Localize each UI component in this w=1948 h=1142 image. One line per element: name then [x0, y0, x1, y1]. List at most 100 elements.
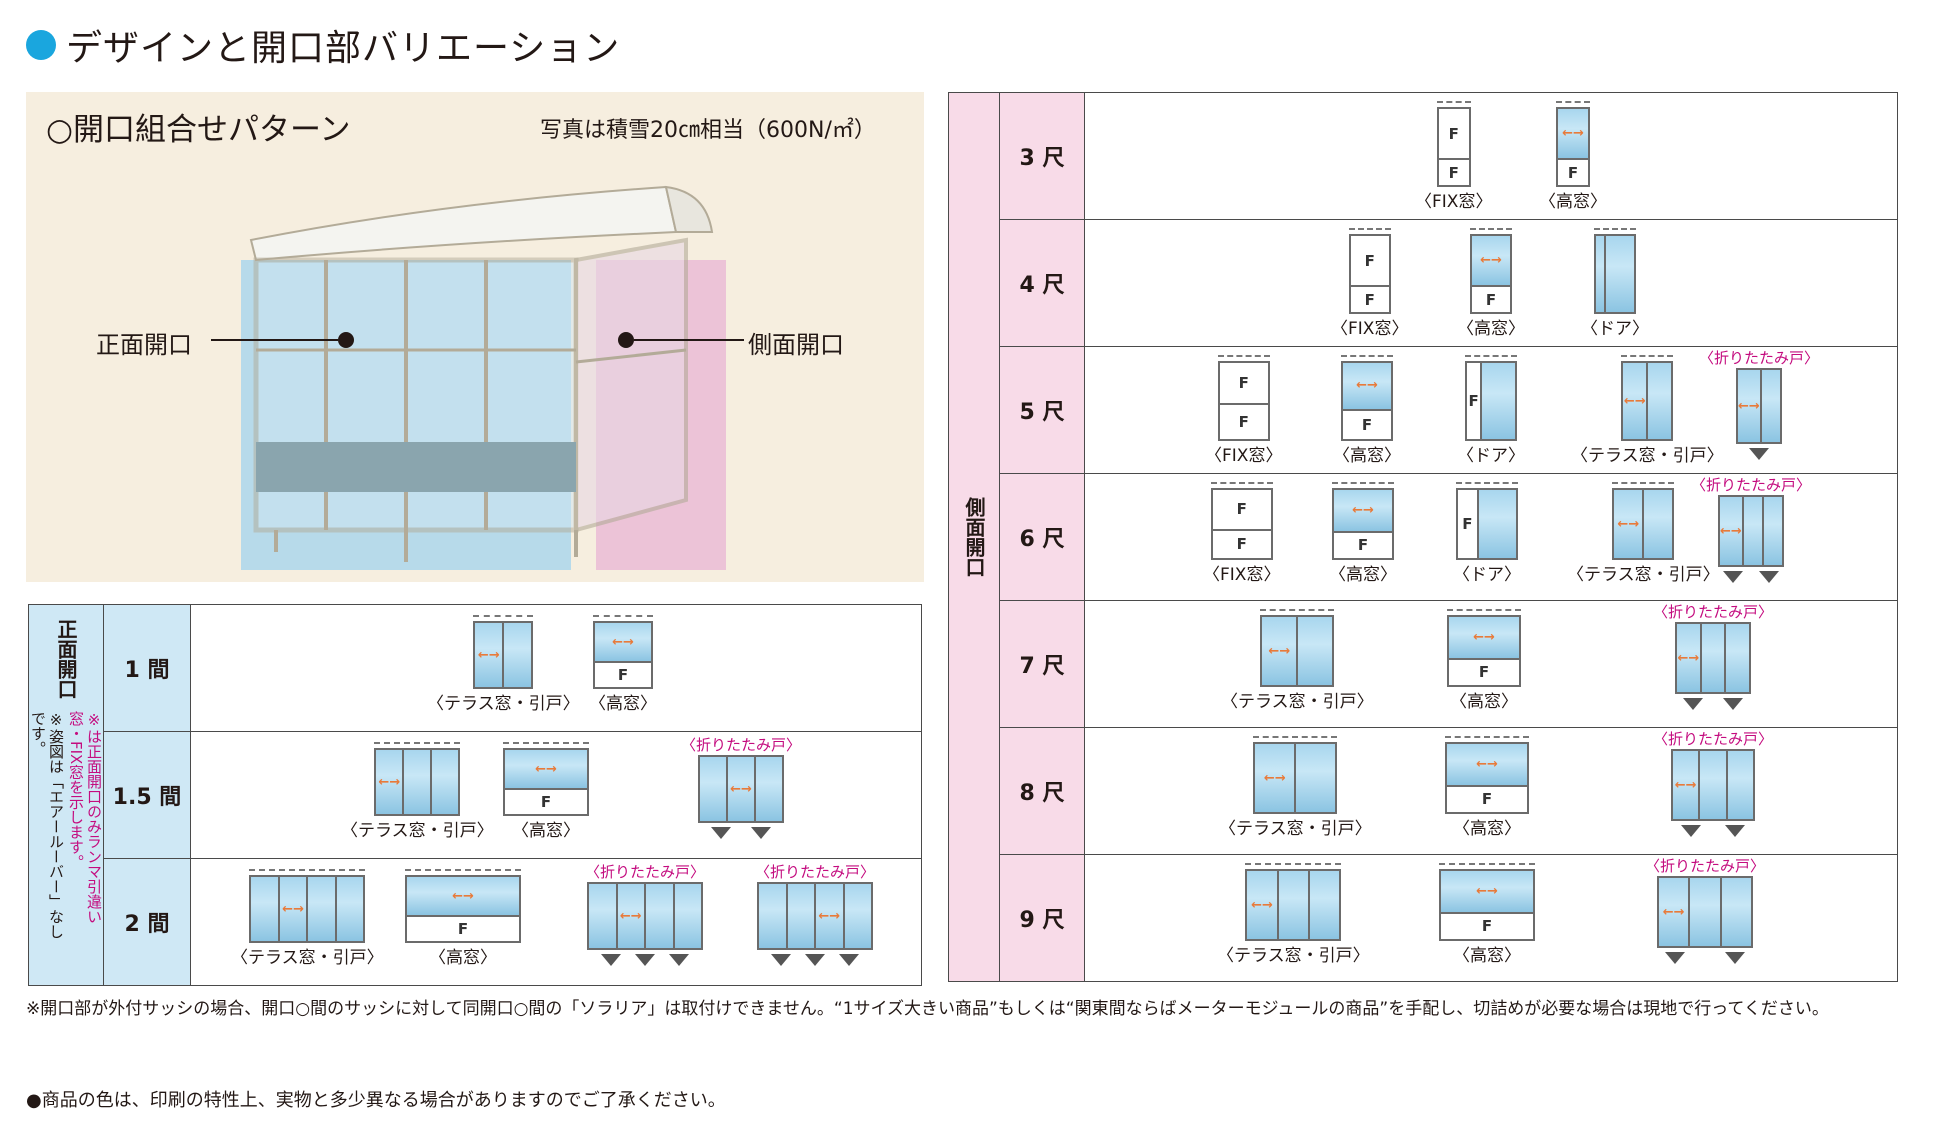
color-note: ●商品の色は、印刷の特性上、実物と多少異なる場合がありますのでご了承ください。: [26, 1090, 726, 1111]
side-option: 〈折りたたみ戸〉 ←→: [1691, 474, 1811, 583]
window-diagram: ←→: [1657, 876, 1753, 948]
front-option: ←→ 〈テラス窓・引戸〉: [341, 742, 494, 841]
window-diagram: ←→F: [1447, 615, 1521, 687]
door-diagram: F: [1456, 488, 1518, 560]
side-option: 〈折りたたみ戸〉 ←→: [1645, 855, 1765, 964]
side-option: ←→F 〈高窓〉: [1333, 355, 1401, 466]
door-diagram: [1594, 234, 1636, 314]
side-size-7: 7 尺: [999, 600, 1085, 728]
window-diagram: ←→: [1718, 495, 1784, 567]
window-diagram: ←→: [1671, 749, 1755, 821]
side-option: ←→ 〈テラス窓・引戸〉: [1219, 736, 1372, 839]
window-diagram: ←→F: [503, 748, 589, 816]
side-option: ←→F 〈高窓〉: [1457, 228, 1525, 339]
front-option: ←→ 〈テラス窓・引戸〉: [231, 869, 384, 968]
front-row-2: ←→ 〈テラス窓・引戸〉 ←→F 〈高窓〉 〈折りたたみ戸〉 ←→ 〈折りたたみ…: [190, 858, 922, 986]
side-size-8: 8 尺: [999, 727, 1085, 855]
sunroom-illustration: [211, 185, 744, 570]
front-note-pink: ※は正面開口のみランマ引違い窓・FIX窓を示します。: [67, 711, 103, 924]
pattern-title: ○開口組合せパターン: [46, 112, 351, 148]
front-option: 〈折りたたみ戸〉 ←→: [585, 861, 705, 966]
door-diagram: F: [1465, 361, 1517, 441]
front-row-1: ←→ 〈テラス窓・引戸〉 ←→F 〈高窓〉: [190, 604, 922, 732]
side-row-7: ←→ 〈テラス窓・引戸〉 ←→F 〈高窓〉 〈折りたたみ戸〉 ←→: [1084, 600, 1898, 728]
side-option: F 〈ドア〉: [1453, 482, 1521, 585]
side-option: ←→ 〈テラス窓・引戸〉: [1567, 482, 1720, 585]
front-opening-label: 正面開口: [96, 331, 192, 359]
side-option: ←→F 〈高窓〉: [1447, 609, 1521, 712]
side-option: 〈折りたたみ戸〉 ←→: [1653, 728, 1773, 837]
front-option: 〈折りたたみ戸〉 ←→: [755, 861, 875, 966]
window-diagram: ←→F: [1470, 234, 1512, 314]
side-header-cell: 側面開口: [948, 92, 1000, 982]
front-note: ※姿図は「エアールーバー」なしです。: [29, 711, 65, 939]
side-option: 〈折りたたみ戸〉 ←→: [1699, 347, 1819, 460]
front-row-15: ←→ 〈テラス窓・引戸〉 ←→F 〈高窓〉 〈折りたたみ戸〉 ←→: [190, 731, 922, 859]
window-diagram: ←→: [1260, 615, 1335, 687]
window-diagram: ←→: [1736, 368, 1782, 444]
side-option: ←→F 〈高窓〉: [1439, 863, 1535, 966]
window-diagram: ←→: [698, 755, 784, 823]
side-opening-label: 側面開口: [748, 331, 844, 359]
window-diagram: ←→F: [593, 621, 653, 689]
side-option: 〈折りたたみ戸〉 ←→: [1653, 601, 1773, 710]
window-diagram: ←→F: [1445, 742, 1529, 814]
front-header-cell: 正面開口 ※は正面開口のみランマ引違い窓・FIX窓を示します。 ※姿図は「エアー…: [28, 604, 104, 986]
photo-panel: [26, 92, 924, 582]
side-option: ←→F 〈高窓〉: [1445, 736, 1529, 839]
window-diagram: ←→: [249, 875, 366, 943]
front-option: ←→F 〈高窓〉: [589, 615, 657, 714]
window-diagram: ←→: [757, 882, 873, 950]
bullet-icon: [26, 30, 56, 60]
window-diagram: ←→F: [1332, 488, 1394, 560]
footnote: ※開口部が外付サッシの場合、開口○間のサッシに対して同開口○間の「ソラリア」は取…: [26, 999, 1829, 1019]
side-option: ←→ 〈テラス窓・引戸〉: [1217, 863, 1370, 966]
side-row-8: ←→ 〈テラス窓・引戸〉 ←→F 〈高窓〉 〈折りたたみ戸〉 ←→: [1084, 727, 1898, 855]
front-size-2: 2 間: [103, 858, 191, 986]
window-diagram: ←→F: [1439, 869, 1535, 941]
side-option: 〈ドア〉: [1581, 228, 1649, 339]
window-diagram: ←→: [587, 882, 703, 950]
window-diagram: ←→: [1245, 869, 1342, 941]
side-option: ←→F 〈高窓〉: [1329, 482, 1397, 585]
window-diagram: ←→: [473, 621, 534, 689]
side-row-9: ←→ 〈テラス窓・引戸〉 ←→F 〈高窓〉 〈折りたたみ戸〉 ←→: [1084, 854, 1898, 982]
front-option: ←→F 〈高窓〉: [405, 869, 521, 968]
window-diagram: ←→: [374, 748, 461, 816]
window-diagram: ←→: [1612, 488, 1675, 560]
window-diagram: ←→: [1253, 742, 1338, 814]
side-option: ←→F 〈高窓〉: [1539, 101, 1607, 212]
window-diagram: ←→F: [405, 875, 521, 943]
side-size-9: 9 尺: [999, 854, 1085, 982]
front-option: ←→ 〈テラス窓・引戸〉: [427, 615, 580, 714]
front-size-1: 1 間: [103, 604, 191, 732]
front-size-15: 1.5 間: [103, 731, 191, 859]
window-diagram: ←→: [1621, 361, 1674, 441]
window-diagram: ←→F: [1556, 107, 1590, 187]
side-size-4: 4 尺: [999, 219, 1085, 347]
snow-note: 写真は積雪20㎝相当（600N/㎡）: [540, 118, 876, 143]
window-diagram: ←→: [1675, 622, 1751, 694]
front-opening-table: 正面開口 ※は正面開口のみランマ引違い窓・FIX窓を示します。 ※姿図は「エアー…: [28, 604, 922, 986]
side-option: ←→ 〈テラス窓・引戸〉: [1571, 355, 1724, 466]
side-option: ←→ 〈テラス窓・引戸〉: [1221, 609, 1374, 712]
window-diagram: ←→F: [1341, 361, 1393, 441]
side-size-6: 6 尺: [999, 473, 1085, 601]
front-option: 〈折りたたみ戸〉 ←→: [681, 734, 801, 839]
front-option: ←→F 〈高窓〉: [503, 742, 589, 841]
section-heading: デザインと開口部バリエーション: [26, 22, 620, 69]
side-size-5: 5 尺: [999, 346, 1085, 474]
side-size-3: 3 尺: [999, 92, 1085, 220]
